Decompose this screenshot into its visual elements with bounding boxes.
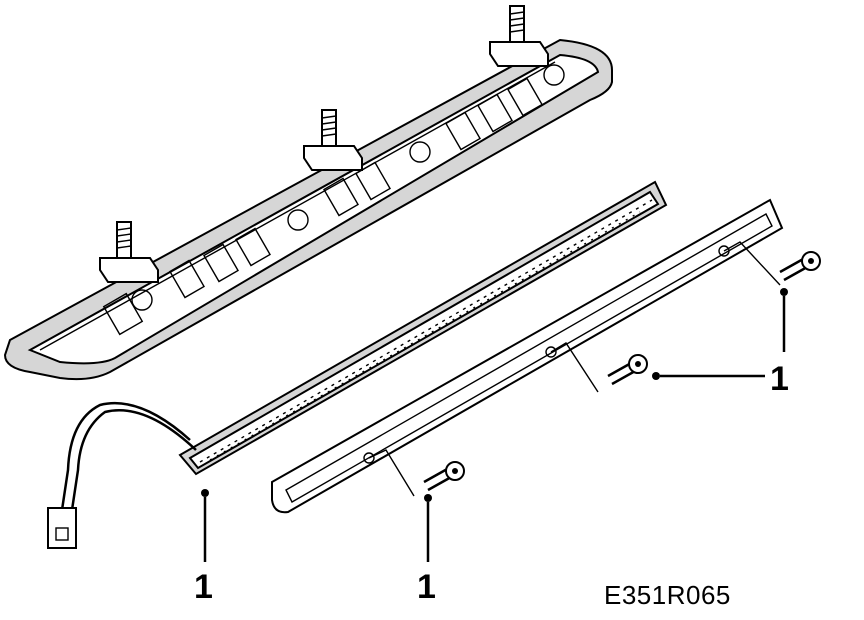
- diagram-reference-code: E351R065: [604, 580, 731, 610]
- callout-screw-bottom: 1: [417, 568, 436, 606]
- callout-led-strip: 1: [194, 568, 213, 606]
- mounting-stud-left: [99, 221, 159, 283]
- housing-apertures: [102, 64, 565, 336]
- screw-right: [779, 251, 821, 282]
- callout-screws: 1: [770, 360, 789, 398]
- wiring-harness: [47, 401, 197, 549]
- mounting-stud-right: [489, 5, 549, 67]
- screw-bottom: [423, 461, 465, 492]
- leader-lines: [201, 241, 788, 562]
- mounting-stud-middle: [303, 109, 363, 171]
- lamp-housing: [3, 5, 613, 381]
- led-circuit-board: [178, 180, 668, 476]
- screw-middle: [607, 354, 648, 386]
- lens-cover: [271, 198, 784, 514]
